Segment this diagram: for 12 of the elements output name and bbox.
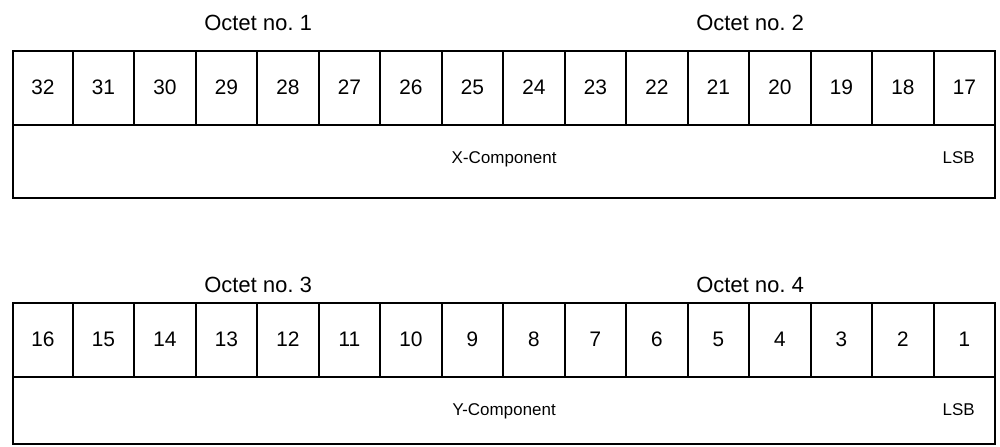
bit-number: 32 [12,50,74,126]
field-name: Y-Component [452,400,556,420]
bit-number: 17 [932,50,996,126]
octet-heading: Octet no. 1 [204,10,312,36]
octet-heading: Octet no. 3 [204,272,312,298]
octet-heading: Octet no. 2 [696,10,804,36]
field-name: X-Component [452,148,556,168]
lsb-marker: LSB [942,400,975,420]
octet-heading: Octet no. 4 [696,272,804,298]
lsb-marker: LSB [942,148,975,168]
bit-number: 1 [932,302,996,378]
bit-number: 16 [12,302,74,378]
